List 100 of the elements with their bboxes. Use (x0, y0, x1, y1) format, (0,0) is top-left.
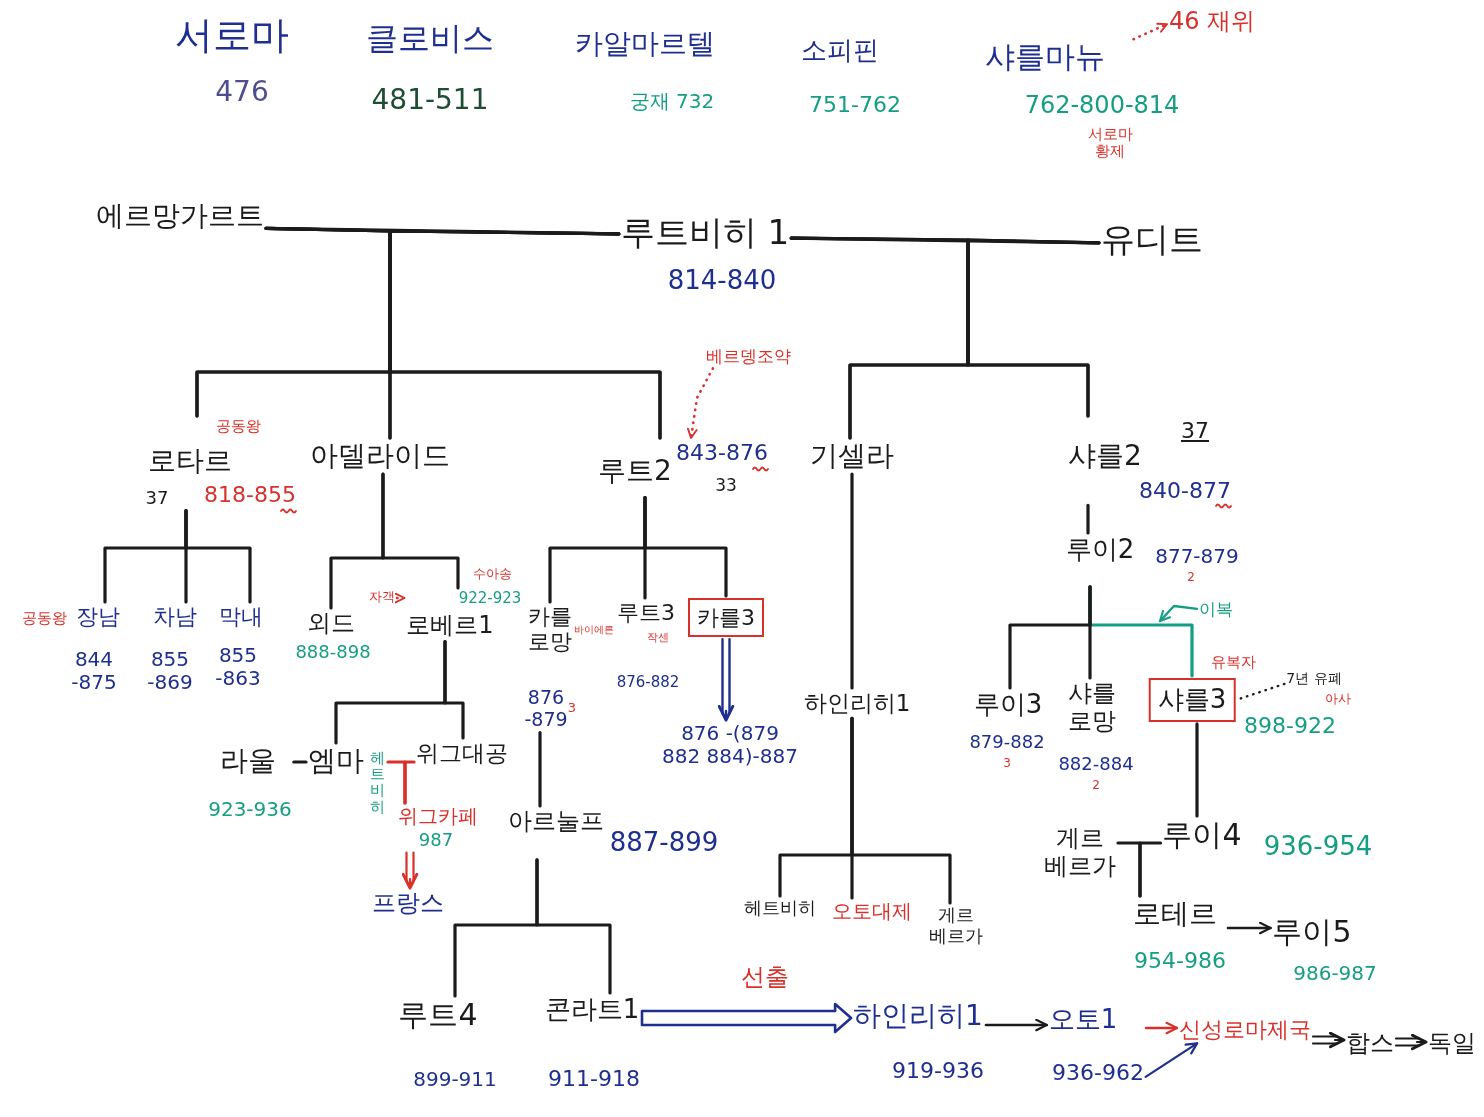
date-label: 923-936 (208, 798, 292, 821)
connector-line (403, 760, 416, 805)
note-text: 베르뎅조약 (705, 347, 791, 367)
connector-line (1138, 841, 1163, 898)
note-text: 수아송 (472, 567, 512, 582)
person-name: 게르 베르가 (1044, 825, 1116, 881)
person-name: 기셀라 (810, 440, 894, 473)
person-name: 클로비스 (366, 20, 494, 57)
country-name: 독일 (1428, 1030, 1476, 1058)
number-label: 33 (715, 476, 737, 496)
connector-line (535, 858, 612, 995)
person-name: 라울 (220, 745, 276, 778)
person-name: 샤를2 (1068, 440, 1142, 473)
connector-line (1086, 503, 1090, 535)
double-arrow (401, 851, 419, 890)
person-name: 아르눌프 (508, 808, 604, 836)
empire-name: 신성로마제국 (1179, 1017, 1311, 1043)
date-label: 898-922 (1244, 713, 1336, 739)
date-label: 876 -879 (524, 687, 568, 731)
date-label: 987 (418, 830, 454, 851)
person-name: 루트비히 1 (620, 213, 790, 253)
number-label: 37 (1181, 418, 1209, 444)
person-name: 루이4 (1162, 818, 1242, 853)
person-name: 장남 (76, 604, 120, 630)
date-label: 887-899 (609, 828, 719, 858)
person-name: 소피핀 (801, 36, 879, 66)
date-label: 954-986 (1134, 948, 1226, 974)
connector-line (1088, 585, 1092, 680)
person-name: 콘라트1 (544, 995, 640, 1025)
number-label: 37 (145, 488, 169, 509)
date-label: 879-882 (969, 732, 1045, 753)
person-name: 하인리히1 (803, 690, 911, 717)
block-arrow (640, 1002, 853, 1034)
number-label: 3 (567, 701, 577, 715)
note-text: 7년 유폐 (1286, 670, 1342, 687)
double-arrow (1311, 1031, 1346, 1049)
person-name: 헤트비히 (368, 750, 386, 815)
date-label: 922-923 (458, 590, 522, 608)
date-label: 궁재 732 (629, 90, 715, 113)
arrow (984, 1018, 1048, 1032)
date-label: 936-954 (1263, 832, 1373, 862)
person-name: 차남 (153, 604, 197, 630)
note-text: 이복 (1199, 600, 1233, 620)
date-label: 844 -875 (71, 648, 117, 694)
connector-line (643, 495, 728, 598)
person-name: 카를 로망 (528, 604, 572, 655)
date-label: 936-962 (1052, 1060, 1144, 1086)
note-text: 작센 (647, 632, 669, 645)
dotted-arrow (687, 367, 715, 440)
number-label: 2 (1187, 571, 1195, 585)
double-arrow (1394, 1033, 1428, 1051)
date-label: 762-800-814 (1024, 92, 1180, 120)
person-name: 외드 (307, 610, 355, 638)
person-name: 아델라이드 (310, 440, 450, 473)
date-label: 855 -869 (147, 648, 193, 694)
person-name: 로테르 (1133, 898, 1217, 931)
name-box: 샤를3 (1148, 678, 1236, 722)
person-name: 카알마르텔 (575, 28, 715, 61)
country-name: 프랑스 (372, 890, 444, 918)
person-name: 루이2 (1065, 535, 1135, 565)
date-label: 877-879 (1155, 545, 1239, 568)
person-name: 로타르 (148, 445, 232, 478)
date-label: 814-840 (667, 266, 777, 296)
person-name: 헤트비히 (744, 898, 816, 919)
year-label: 476 (215, 76, 269, 109)
note-text: 바이에른 (574, 624, 614, 636)
date-label: 986-987 (1293, 962, 1377, 985)
person-name: 위그카페 (398, 805, 478, 828)
date-label: 911-918 (548, 1066, 640, 1092)
date-label: 919-936 (892, 1058, 984, 1084)
date-label: 882-884 (1058, 754, 1134, 775)
date-label: 843-876 (676, 440, 768, 466)
connector-line (292, 760, 308, 764)
arrow (1144, 1021, 1179, 1035)
person-name: 루트3 (617, 600, 675, 626)
connector-line (850, 716, 952, 905)
number-label: 2 (1092, 779, 1100, 793)
reign-note: 46 재위 (1168, 8, 1256, 36)
person-name: 게르 베르가 (929, 905, 983, 947)
person-name: 오토대제 (832, 900, 912, 923)
connector-line (184, 509, 252, 604)
person-name: 오토1 (1048, 1005, 1118, 1035)
note-text: 유복자 (1210, 654, 1256, 672)
person-name: 하인리히1 (853, 1000, 983, 1033)
date-label: 751-762 (809, 92, 901, 118)
note-text: 아사 (1325, 692, 1351, 707)
person-name: 에르망가르트 (96, 200, 264, 233)
person-name: 엠마 (308, 745, 364, 778)
date-label: 818-855 (204, 482, 296, 508)
date-label: 899-911 (413, 1068, 497, 1091)
person-name: 루이3 (973, 690, 1043, 720)
note-text: 공동왕 (215, 418, 261, 436)
person-name: 루트4 (398, 998, 478, 1033)
person-name: 루트2 (598, 455, 672, 488)
note-text: 자객 (369, 590, 395, 605)
heading-text: 서로마 (175, 14, 289, 58)
dynasty-name: 합스 (1346, 1030, 1394, 1058)
arrow (1226, 921, 1272, 935)
connector-line (966, 238, 1101, 418)
connector-line (381, 472, 460, 590)
